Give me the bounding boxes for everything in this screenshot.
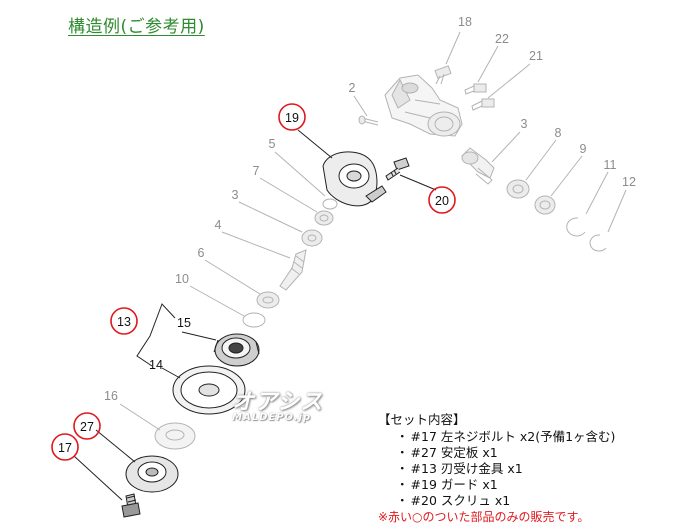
label-3-left: 3 [232,188,239,202]
highlight-20 [428,186,456,214]
label-11: 11 [604,158,617,172]
bracket-13 [136,303,176,367]
bearing-7 [314,210,334,226]
screw-20 [385,157,410,181]
label-7: 7 [253,164,260,178]
label-10: 10 [175,272,189,286]
label-8: 8 [555,126,562,140]
bearing-8 [506,179,530,199]
highlight-13 [110,307,138,335]
page-title: 構造例(ご参考用) [68,17,205,37]
circlip-12 [589,234,607,252]
label-14: 14 [149,358,163,372]
bearing-9 [534,195,556,215]
set-contents-list: #17 左ネジボルト x2(予備1ヶ含む) #27 安定板 x1 #13 刃受け… [378,429,696,509]
label-5: 5 [269,137,276,151]
highlight-19 [278,103,306,131]
bolt-21 [471,98,495,111]
highlight-circles [51,103,456,461]
guard-19 [322,151,387,207]
label-19: 19 [285,111,299,125]
label-13: 13 [117,315,131,329]
blade-holder-15 [213,333,260,367]
highlight-17 [51,433,79,461]
label-17: 17 [58,441,72,455]
label-9: 9 [580,142,587,156]
label-2: 2 [349,81,356,95]
set-contents-box: 【セット内容】 #17 左ネジボルト x2(予備1ヶ含む) #27 安定板 x1… [378,412,696,525]
set-contents-header: 【セット内容】 [378,412,466,427]
label-18: 18 [458,15,472,29]
label-22: 22 [495,32,509,46]
sale-parts [73,129,437,518]
blade-plate-14 [172,365,246,415]
bolt-2 [358,115,379,126]
cup-16 [154,422,196,450]
faded-parts [119,31,627,450]
circlip-11 [566,217,586,237]
shaft-4 [279,249,307,291]
label-15: 15 [177,316,191,330]
list-item: #13 刃受け金具 x1 [396,461,696,477]
shaft-gear-right [461,147,495,185]
bearing-6 [256,291,280,309]
label-27: 27 [80,420,94,434]
label-20: 20 [435,194,449,208]
gear-case [384,74,463,137]
stabilizer-plate-27 [125,455,179,493]
list-item: #27 安定板 x1 [396,445,696,461]
washer-5 [322,198,338,210]
label-3-right: 3 [521,117,528,131]
bearing-3-left [301,229,323,247]
washer-10 [242,312,266,328]
bolt-18 [434,65,452,85]
label-4: 4 [215,218,222,232]
left-bolt-17 [121,493,141,518]
label-21: 21 [529,49,543,63]
list-item: #19 ガード x1 [396,477,696,493]
label-16: 16 [104,389,118,403]
list-item: #20 スクリュ x1 [396,493,696,509]
bolt-22 [464,83,487,95]
watermark-logo: オアシス [232,390,324,415]
label-6: 6 [198,246,205,260]
watermark-site: MALDEPO.jp [232,412,312,423]
sale-note: ※赤い○のついた部品のみの販売です。 [378,510,590,524]
highlight-27 [73,412,101,440]
label-12: 12 [622,175,636,189]
list-item: #17 左ネジボルト x2(予備1ヶ含む) [396,429,696,445]
